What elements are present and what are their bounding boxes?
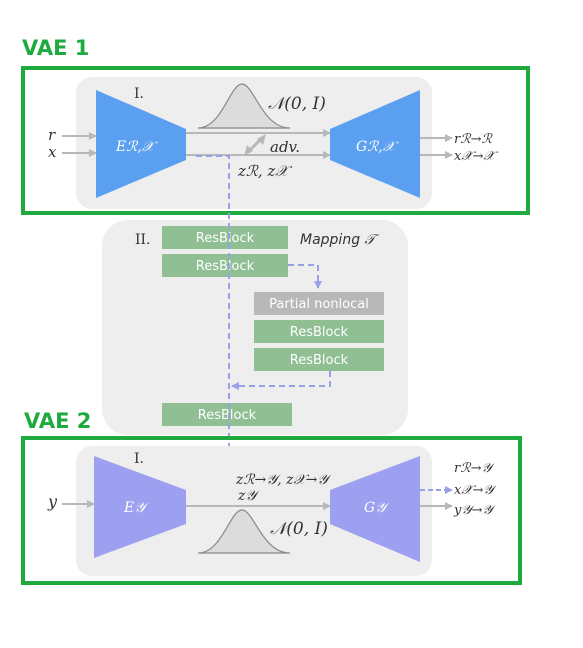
mapping-resblock-2-label: ResBlock: [196, 259, 255, 274]
mapping-resblock-1: [162, 226, 288, 249]
vae1-output-x: x𝒳→𝒳: [454, 149, 498, 164]
mapping-partial-nonlocal: [254, 292, 384, 315]
mapping-resblock-3: [254, 320, 384, 343]
vae2-panel: [76, 446, 432, 576]
vae2-prior-gaussian: [197, 509, 291, 554]
mapping-resblock-5: [162, 403, 292, 426]
vae1-prior-gaussian: [197, 83, 291, 129]
vae2-output-r: rℛ→𝒴: [454, 461, 495, 476]
mapping-resblock-5-label: ResBlock: [198, 408, 257, 423]
branch-to-nonlocal-arrow: [288, 264, 322, 289]
mapping-partial-nonlocal-label: Partial nonlocal: [269, 297, 369, 312]
mapping-title: Mapping 𝒯: [300, 232, 380, 248]
vae1-input-r: r: [48, 126, 56, 144]
mapping-resblock-4: [254, 348, 384, 371]
vae2-label: VAE 2: [24, 409, 91, 433]
vae2-generator-label: G𝒴: [364, 500, 390, 516]
mapping-resblock-4-label: ResBlock: [290, 353, 349, 368]
mapping-resblock-2: [162, 254, 288, 277]
vae2-latent-label: z𝒴: [237, 488, 260, 504]
vae2-encoder: [94, 456, 186, 558]
vae2-output-x: x𝒳→𝒴: [454, 483, 497, 498]
mapping-resblock-1-label: ResBlock: [196, 231, 255, 246]
vae1-encoder-label: Eℛ,𝒳: [115, 139, 158, 155]
vae2-encoder-label: E𝒴: [123, 500, 149, 516]
vae2-latent-mapped-label: zℛ→𝒴, z𝒳→𝒴: [235, 472, 332, 488]
vae2-input-y: y: [47, 492, 58, 511]
vae2-generator: [330, 456, 420, 562]
vae2-frame: [21, 436, 522, 585]
mapping-stage-label: II.: [135, 232, 151, 248]
vae1-adv-label: adv.: [270, 138, 300, 156]
vae2-stage-label: I.: [134, 451, 144, 467]
vae1-label: VAE 1: [22, 36, 89, 60]
vae1-panel: [76, 77, 432, 209]
vae2-output-y: y𝒴→𝒴: [453, 503, 496, 518]
vae1-prior-label: 𝒩(0, I): [268, 94, 326, 114]
vae1-generator-label: Gℛ,𝒳: [356, 139, 399, 155]
mapping-resblock-3-label: ResBlock: [290, 325, 349, 340]
vae1-output-r: rℛ→ℛ: [454, 132, 493, 147]
vae2-prior-label: 𝒩(0, I): [270, 519, 328, 539]
vae1-input-x: x: [48, 143, 57, 161]
vae1-frame: [21, 66, 530, 215]
vae1-generator: [330, 90, 420, 198]
vae1-latent-label: zℛ, z𝒳: [237, 162, 292, 180]
vae1-encoder: [96, 90, 186, 198]
branch-return-arrow: [231, 371, 331, 390]
vae1-stage-label: I.: [134, 86, 144, 102]
